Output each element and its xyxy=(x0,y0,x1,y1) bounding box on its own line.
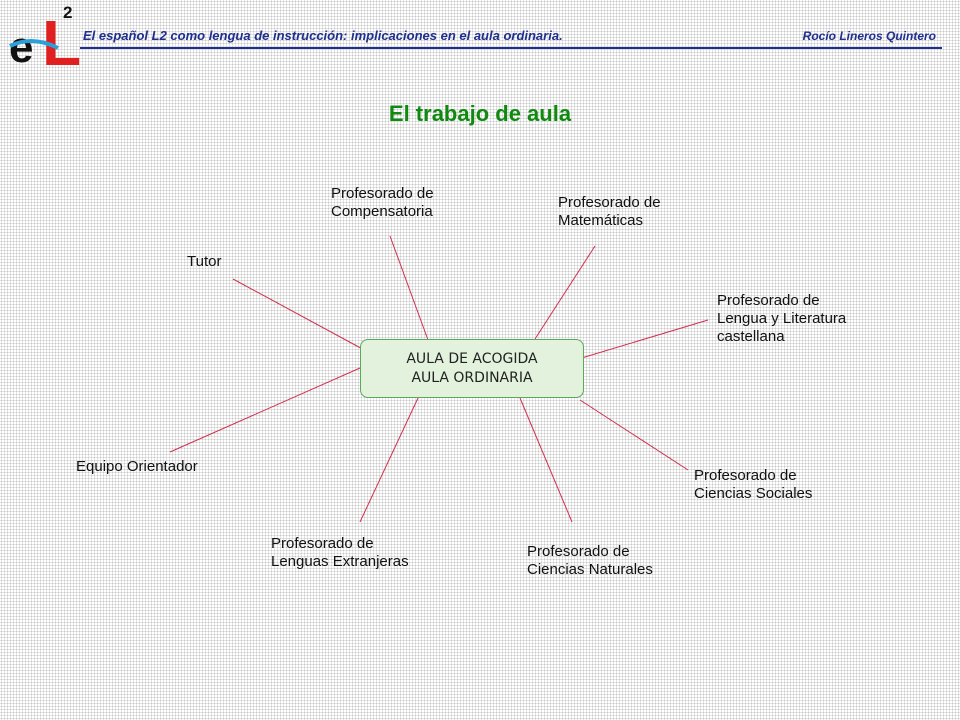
connector-lengua xyxy=(574,319,709,361)
node-matematicas-line-1: Profesorado de xyxy=(558,194,661,211)
node-sociales-line-2: Ciencias Sociales xyxy=(694,485,813,502)
center-line-1: AULA DE ACOGIDA xyxy=(406,350,538,367)
node-extranjeras: Profesorado de Lenguas Extranjeras xyxy=(271,535,409,571)
logo-superscript: 2 xyxy=(63,3,72,22)
logo-swoosh-icon xyxy=(9,39,59,50)
connector-tutor xyxy=(232,278,369,353)
node-matematicas: Profesorado de Matemáticas xyxy=(558,194,661,230)
center-line-2: AULA ORDINARIA xyxy=(411,369,533,386)
node-matematicas-line-2: Matemáticas xyxy=(558,212,644,229)
node-sociales-line-1: Profesorado de xyxy=(694,467,797,484)
connector-extranjeras xyxy=(359,397,419,523)
node-lengua-line-3: castellana xyxy=(717,328,785,345)
l2-logo: L e 2 xyxy=(9,3,80,68)
header-author: Rocío Lineros Quintero xyxy=(802,29,936,43)
connector-matematicas xyxy=(534,245,596,340)
center-node: AULA DE ACOGIDA AULA ORDINARIA xyxy=(360,339,584,398)
slide-title: El trabajo de aula xyxy=(388,101,572,126)
node-lengua-line-1: Profesorado de xyxy=(717,292,820,309)
connector-orientador xyxy=(169,367,361,453)
node-naturales-line-2: Ciencias Naturales xyxy=(527,561,653,578)
node-compensatoria-line-1: Profesorado de xyxy=(331,185,434,202)
header-rule xyxy=(80,47,942,49)
node-extranjeras-line-1: Profesorado de xyxy=(271,535,374,552)
node-compensatoria-line-2: Compensatoria xyxy=(331,203,433,220)
connector-naturales xyxy=(519,397,573,523)
header-title: El español L2 como lengua de instrucción… xyxy=(83,28,563,43)
node-extranjeras-line-2: Lenguas Extranjeras xyxy=(271,553,409,570)
logo-letter-l: L xyxy=(42,7,80,68)
node-lengua: Profesorado de Lengua y Literatura caste… xyxy=(717,292,846,346)
node-tutor-line-1: Tutor xyxy=(187,253,222,270)
node-lengua-line-2: Lengua y Literatura xyxy=(717,310,847,327)
node-naturales-line-1: Profesorado de xyxy=(527,543,630,560)
connector-sociales xyxy=(579,399,689,471)
connector-compensatoria xyxy=(389,235,429,341)
node-naturales: Profesorado de Ciencias Naturales xyxy=(527,543,653,579)
node-sociales: Profesorado de Ciencias Sociales xyxy=(694,467,812,503)
node-orientador: Equipo Orientador xyxy=(76,458,198,476)
node-orientador-line-1: Equipo Orientador xyxy=(76,458,198,475)
node-tutor: Tutor xyxy=(187,253,221,271)
node-compensatoria: Profesorado de Compensatoria xyxy=(331,185,434,221)
